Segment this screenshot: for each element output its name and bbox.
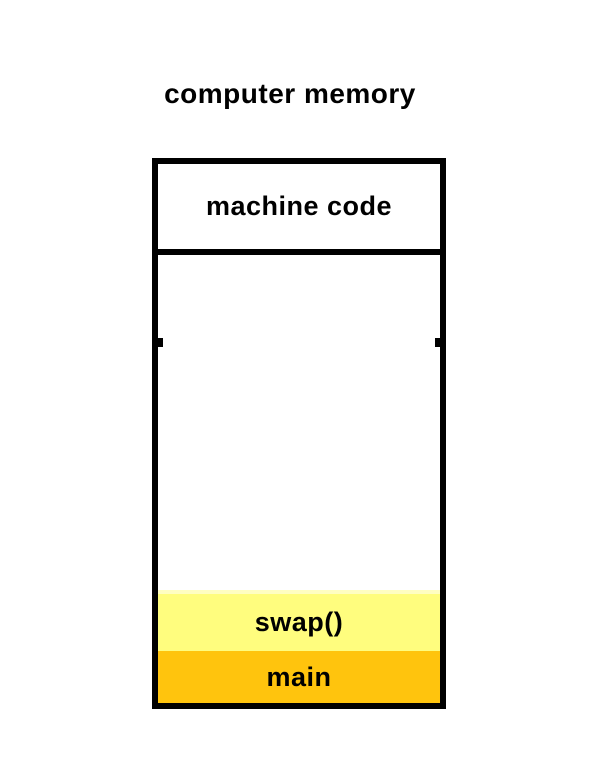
left-border-notch bbox=[158, 338, 163, 347]
section-machine-code: machine code bbox=[158, 164, 440, 249]
section-swap: swap() bbox=[158, 590, 440, 651]
right-border-notch bbox=[435, 338, 440, 347]
swap-label: swap() bbox=[254, 607, 344, 637]
machine-code-separator bbox=[158, 249, 440, 255]
page-title: computer memory bbox=[164, 78, 416, 109]
memory-box: machine code swap() main bbox=[152, 158, 446, 709]
machine-code-label: machine code bbox=[205, 191, 393, 221]
section-free-space bbox=[158, 255, 440, 590]
section-main: main bbox=[158, 651, 440, 703]
main-label: main bbox=[266, 661, 332, 692]
